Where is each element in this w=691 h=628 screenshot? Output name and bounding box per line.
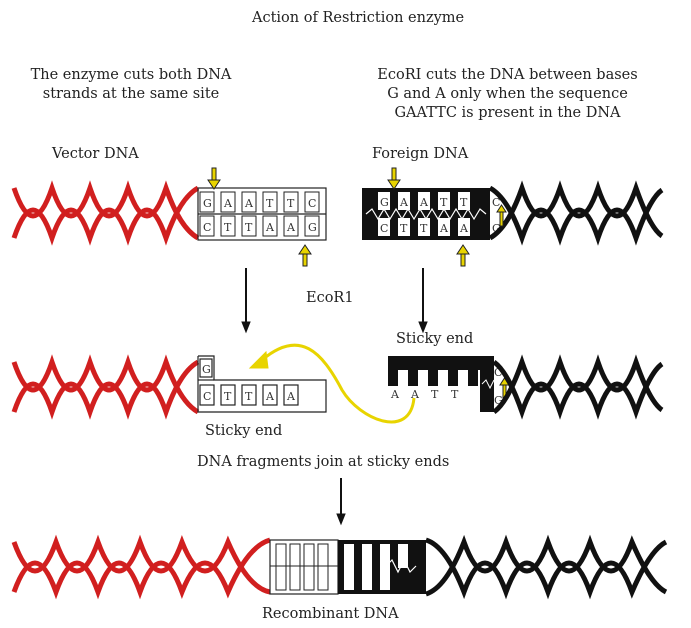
vector-cut-arrow-bottom bbox=[298, 244, 312, 267]
vector-cut-top-base: G bbox=[202, 363, 211, 376]
vector-dna-helix-cut bbox=[11, 354, 200, 420]
vector-cut-bottom-base: A bbox=[265, 390, 275, 403]
vector-cut-bottom-base: T bbox=[245, 390, 253, 403]
vector-cut-arrow-top bbox=[207, 167, 221, 190]
foreign-top-bases: G A A T T C bbox=[380, 196, 500, 209]
foreign-top-base: A bbox=[399, 196, 409, 209]
down-arrow-right bbox=[418, 268, 428, 334]
vector-cut-bottom-base: C bbox=[203, 390, 211, 403]
foreign-sticky-base: T bbox=[431, 388, 439, 401]
foreign-cut-arrow-top bbox=[387, 167, 401, 190]
foreign-bottom-bases: C T T A A G bbox=[380, 222, 501, 235]
recombinant-dna-label: Recombinant DNA bbox=[262, 606, 399, 622]
foreign-top-base: G bbox=[380, 196, 389, 209]
vector-top-base: T bbox=[266, 197, 274, 210]
foreign-dna-helix bbox=[488, 180, 664, 246]
vector-top-base: A bbox=[223, 197, 233, 210]
vector-bottom-base: T bbox=[245, 221, 253, 234]
vector-cut-bottom-base: T bbox=[224, 390, 232, 403]
foreign-top-base: T bbox=[440, 196, 448, 209]
foreign-side-base: G bbox=[494, 394, 503, 407]
foreign-bottom-base: C bbox=[380, 222, 388, 235]
vector-dna-label: Vector DNA bbox=[52, 146, 139, 162]
recombinant-junction bbox=[269, 539, 426, 595]
foreign-bottom-base: T bbox=[400, 222, 408, 235]
foreign-top-base: C bbox=[492, 196, 500, 209]
recombinant-foreign-helix bbox=[425, 534, 668, 600]
foreign-sticky-bases: A A T T C G bbox=[390, 366, 503, 407]
note-left-line-1: The enzyme cuts both DNA bbox=[30, 67, 232, 83]
vector-bottom-bases: C T T A A G bbox=[203, 221, 317, 234]
foreign-dna-label: Foreign DNA bbox=[372, 146, 469, 162]
foreign-cut-arrow-bottom bbox=[456, 244, 470, 267]
foreign-bottom-base: G bbox=[492, 222, 501, 235]
sticky-end-label-top: Sticky end bbox=[396, 331, 474, 347]
vector-base-box bbox=[197, 187, 327, 241]
recombinant-vector-helix bbox=[11, 534, 271, 600]
enzyme-label: EcoR1 bbox=[306, 290, 354, 306]
foreign-sticky-base: A bbox=[410, 388, 420, 401]
vector-bottom-base: A bbox=[265, 221, 275, 234]
note-left-line-2: strands at the same site bbox=[42, 86, 220, 102]
note-left: The enzyme cuts both DNA strands at the … bbox=[12, 66, 250, 104]
vector-top-base: A bbox=[244, 197, 254, 210]
foreign-cut-arrow-side bbox=[496, 204, 507, 227]
join-curve-arrow bbox=[248, 343, 416, 424]
vector-bottom-base: A bbox=[286, 221, 296, 234]
note-right: EcoRI cuts the DNA between bases G and A… bbox=[350, 66, 665, 123]
vector-top-bases: G A A T T C bbox=[203, 197, 316, 210]
diagram-title: Action of Restriction enzyme bbox=[252, 10, 465, 26]
foreign-dna-helix-cut bbox=[492, 354, 664, 420]
foreign-top-base: A bbox=[419, 196, 429, 209]
note-right-line-3: GAATTC is present in the DNA bbox=[394, 105, 621, 121]
foreign-bottom-base: A bbox=[439, 222, 449, 235]
note-right-line-2: G and A only when the sequence bbox=[387, 86, 628, 102]
vector-dna-helix bbox=[11, 180, 200, 246]
down-arrow-center bbox=[336, 478, 346, 526]
vector-bottom-base: T bbox=[224, 221, 232, 234]
sticky-end-label-bottom: Sticky end bbox=[205, 423, 283, 439]
foreign-sticky-base: T bbox=[451, 388, 459, 401]
vector-bottom-base: G bbox=[308, 221, 317, 234]
foreign-side-base: C bbox=[494, 366, 502, 379]
foreign-sticky-base: A bbox=[390, 388, 400, 401]
vector-bottom-base: C bbox=[203, 221, 211, 234]
note-right-line-1: EcoRI cuts the DNA between bases bbox=[377, 67, 638, 83]
vector-cut-bottom-base: A bbox=[286, 390, 296, 403]
down-arrow-left bbox=[241, 268, 251, 334]
vector-sticky-end-box bbox=[197, 355, 327, 413]
foreign-top-base: T bbox=[460, 196, 468, 209]
foreign-base-box bbox=[362, 188, 490, 240]
vector-cut-bases: G C T T A A bbox=[202, 363, 296, 403]
vector-top-base: T bbox=[287, 197, 295, 210]
join-label: DNA fragments join at sticky ends bbox=[197, 454, 450, 470]
vector-top-base: G bbox=[203, 197, 212, 210]
vector-top-base: C bbox=[308, 197, 316, 210]
vector-base-cells bbox=[199, 191, 320, 237]
foreign-sticky-end bbox=[388, 356, 495, 412]
foreign-bottom-base: T bbox=[420, 222, 428, 235]
foreign-bottom-base: A bbox=[459, 222, 469, 235]
